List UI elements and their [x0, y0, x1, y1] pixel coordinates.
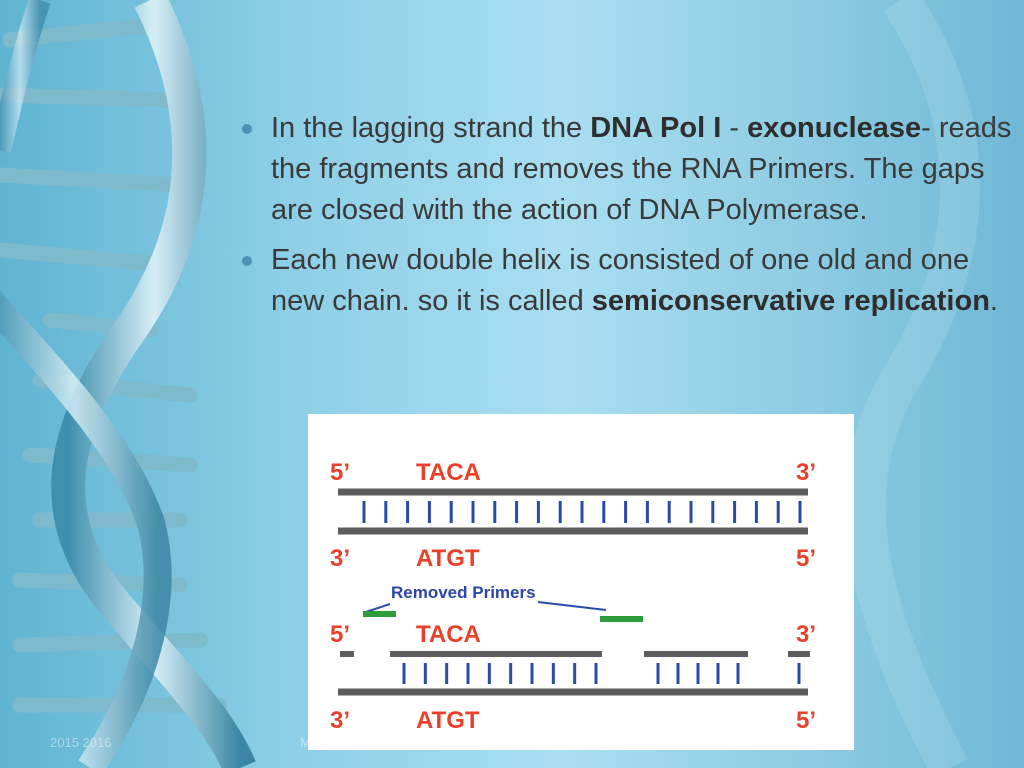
bullet-dot-icon	[242, 256, 252, 266]
removed-primers-label: Removed Primers	[391, 583, 536, 602]
top-seq-top: TACA	[416, 459, 481, 486]
top-5-right-label: 5’	[796, 545, 816, 572]
bottom-5-right-label: 5’	[796, 707, 816, 734]
helix-strand-2	[0, 290, 172, 768]
top-seq-bottom: ATGT	[416, 545, 480, 572]
bullet-text: Each new double helix is consisted of on…	[271, 244, 970, 317]
footer-mark: M	[300, 735, 311, 750]
top-3-right-label: 3’	[796, 459, 816, 486]
bullet-semiconservative: Each new double helix is consisted of on…	[242, 240, 1014, 322]
helix-faint-right	[845, 0, 980, 768]
helix-strand-3	[0, 0, 51, 153]
bullet-lagging-strand: In the lagging strand the DNA Pol I - ex…	[242, 108, 1014, 231]
top-5-left-label: 5’	[330, 459, 350, 486]
bullet-bold: DNA Pol I	[590, 112, 722, 144]
top-rungs	[362, 501, 802, 523]
bullet-text: In the lagging strand the	[271, 112, 591, 144]
bullet-text: .	[989, 285, 998, 317]
slide-text-body: In the lagging strand the DNA Pol I - ex…	[242, 108, 1014, 331]
bullet-bold: semiconservative replication	[591, 285, 990, 317]
replication-diagram: 5’ TACA 3’ 3’ ATGT 5’ Removed Primers 5’…	[308, 414, 854, 750]
bullet-text: - reads the fragments and removes the RN…	[271, 112, 1012, 226]
pointer-right	[537, 601, 607, 611]
pointer-left	[365, 603, 391, 613]
helix-strand-1	[51, 0, 256, 768]
bottom-3-left-label: 3’	[330, 707, 350, 734]
bottom-5-left-label: 5’	[330, 621, 350, 648]
bottom-3-right-label: 3’	[796, 621, 816, 648]
footer-date: 2015 2016	[50, 735, 112, 750]
bullet-dot-icon	[242, 124, 252, 134]
top-3-left-label: 3’	[330, 545, 350, 572]
bottom-seq-top: TACA	[416, 621, 481, 648]
bullet-text: -	[721, 112, 748, 144]
bottom-seq-bottom: ATGT	[416, 707, 480, 734]
bullet-bold: exonuclease	[747, 112, 922, 144]
replication-diagram-svg: 5’ TACA 3’ 3’ ATGT 5’ Removed Primers 5’…	[330, 459, 816, 734]
bottom-rungs	[402, 663, 801, 684]
